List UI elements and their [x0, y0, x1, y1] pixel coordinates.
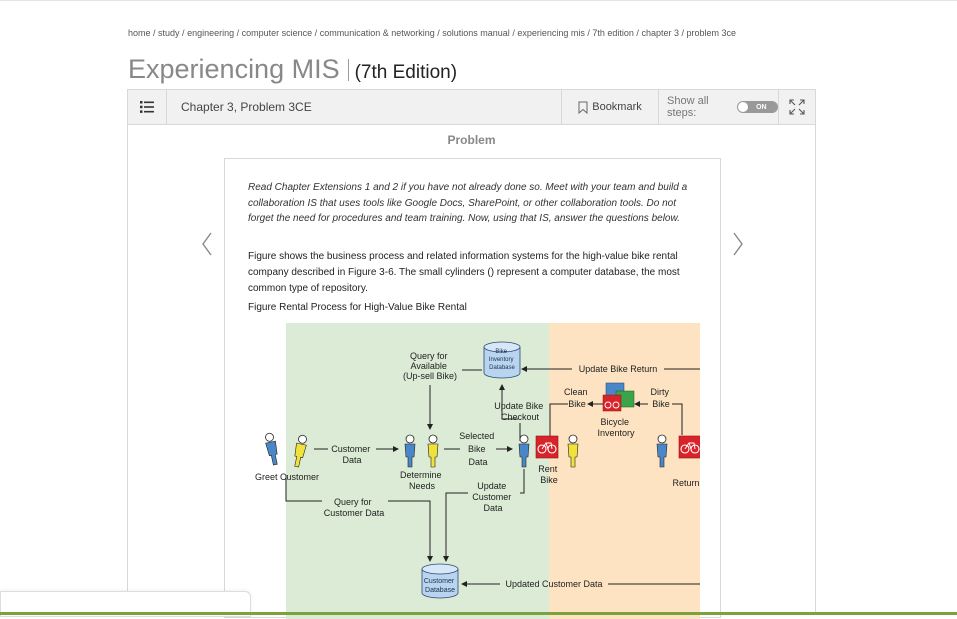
breadcrumb-communication-networking[interactable]: communication & networking	[319, 28, 435, 38]
show-steps-label: Show all steps:	[667, 95, 709, 119]
bookmark-button[interactable]: Bookmark	[561, 90, 659, 124]
title-separator	[347, 58, 349, 81]
book-title: Experiencing MIS	[128, 54, 340, 84]
arrow-dirty-line	[672, 403, 683, 435]
update-customer-data-label: Update Customer Data	[472, 481, 514, 513]
problem-heading: Problem	[447, 133, 496, 147]
greet-customer-label: Greet Customer	[255, 472, 319, 482]
clean-bike-label: Clean Bike	[564, 387, 590, 409]
breadcrumb-solutions-manual[interactable]: solutions manual	[442, 28, 510, 38]
expand-icon	[789, 99, 805, 115]
customer-data-label: Customer Data	[331, 444, 373, 465]
update-bike-return-label: Update Bike Return	[579, 364, 658, 374]
fullscreen-button[interactable]	[779, 90, 815, 124]
breadcrumb-home[interactable]: home	[128, 28, 151, 38]
determine-needs-label: Determine Needs	[400, 470, 444, 491]
problem-panel: Problem Read Chapter Extensions 1 and 2 …	[127, 125, 816, 619]
table-of-contents-button[interactable]	[128, 90, 167, 124]
problem-paragraph: Figure shows the business process and re…	[248, 251, 680, 294]
query-available-label: Query for Available (Up-sell Bike)	[403, 351, 457, 381]
breadcrumb-computer-science[interactable]: computer science	[241, 28, 313, 38]
bicycle-inventory-icon	[602, 382, 635, 412]
bookmark-icon	[578, 101, 588, 114]
bike-inventory-database-icon: Bike Inventory Database	[483, 341, 521, 379]
bottom-accent-bar	[0, 612, 957, 615]
top-divider	[0, 0, 957, 1]
figure-caption: Figure Rental Process for High-Value Bik…	[248, 302, 467, 313]
breadcrumb-study[interactable]: study	[158, 28, 180, 38]
query-customer-label: Query for Customer Data	[324, 497, 385, 518]
list-icon	[140, 101, 154, 113]
return-bike-icon	[678, 435, 700, 459]
chapter-problem-label: Chapter 3, Problem 3CE	[181, 100, 312, 114]
greeter-person-icon	[263, 431, 281, 467]
show-all-steps: Show all steps: ON	[659, 90, 779, 124]
selected-bike-data-label: Selected Bike Data	[459, 431, 497, 467]
toggle-text: ON	[756, 103, 767, 111]
rent-bike-label: Rent Bike	[538, 464, 560, 485]
bookmark-label: Bookmark	[592, 101, 642, 113]
problem-card: Read Chapter Extensions 1 and 2 if you h…	[224, 158, 721, 619]
page-title: Experiencing MIS (7th Edition)	[128, 54, 457, 85]
breadcrumb-experiencing-mis[interactable]: experiencing mis	[517, 28, 585, 38]
dirty-bike-label: Dirty Bike	[650, 387, 671, 409]
problem-toolbar: Chapter 3, Problem 3CE Bookmark Show all…	[127, 89, 816, 125]
arrow-clean-to-rent	[549, 403, 568, 437]
bicycle-inventory-label: Bicycle Inventory	[597, 417, 635, 438]
breadcrumb-engineering[interactable]: engineering	[187, 28, 235, 38]
update-checkout-label: Update Bike Checkout	[494, 401, 546, 422]
return-label: Return	[672, 478, 699, 488]
breadcrumb-chapter-3[interactable]: chapter 3	[641, 28, 679, 38]
rent-bike-icon	[535, 435, 559, 459]
svg-text:Customer Database: Customer Database	[424, 578, 456, 594]
book-edition: (7th Edition)	[354, 62, 458, 83]
breadcrumb-7th-edition[interactable]: 7th edition	[592, 28, 634, 38]
updated-customer-data-label: Updated Customer Data	[505, 579, 602, 589]
toggle-knob	[737, 102, 748, 112]
svg-text:Bike Inventory: Bike Inventory Database	[489, 349, 516, 371]
problem-intro: Read Chapter Extensions 1 and 2 if you h…	[248, 182, 688, 225]
previous-arrow-icon[interactable]	[200, 231, 214, 257]
next-arrow-icon[interactable]	[731, 231, 745, 257]
customer-database-icon: Customer Database	[421, 563, 459, 599]
arrow-update-checkout	[499, 384, 518, 420]
breadcrumb: home / study / engineering / computer sc…	[128, 28, 737, 38]
rental-process-diagram: Bike Inventory Database Query for Availa…	[255, 323, 700, 619]
breadcrumb-problem-3ce: problem 3ce	[686, 28, 737, 38]
show-steps-toggle[interactable]: ON	[736, 101, 778, 113]
